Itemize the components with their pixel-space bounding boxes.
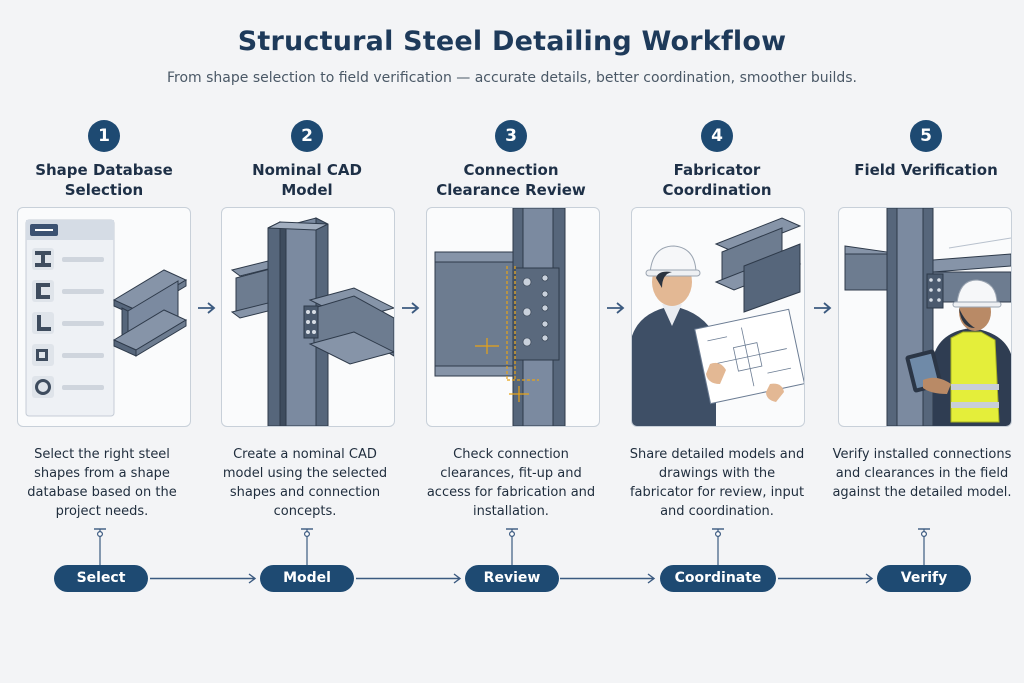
- step-description: Check connection clearances, fit-up and …: [426, 447, 596, 519]
- flow-arrows: [150, 573, 874, 584]
- step-5-header: 5 Field Verification: [836, 120, 1016, 180]
- page-subtitle: From shape selection to field verificati…: [167, 70, 857, 86]
- step-title: Shape Database Selection: [35, 161, 173, 199]
- step-4-illustration: [631, 207, 805, 427]
- arrow-right-icon: [607, 302, 625, 314]
- step-description: Verify installed connections and clearan…: [832, 447, 1012, 500]
- pin-connector-icon: [712, 528, 724, 565]
- step-title: Nominal CAD Model: [252, 161, 362, 199]
- pin-connector-icon: [94, 528, 106, 565]
- select-pill[interactable]: Select: [54, 565, 148, 592]
- step-number-badge: 3: [495, 120, 527, 152]
- step-3-header: 3 Connection Clearance Review: [421, 120, 601, 200]
- coordinate-pill[interactable]: Coordinate: [660, 565, 776, 592]
- step-title: Fabricator Coordination: [662, 161, 772, 199]
- step-description: Share detailed models and drawings with …: [629, 447, 805, 519]
- step-1-illustration: [17, 207, 191, 427]
- step-description: Select the right steel shapes from a sha…: [27, 447, 177, 519]
- step-2-header: 2 Nominal CAD Model: [217, 120, 397, 200]
- pin-connector-icon: [506, 528, 518, 565]
- step-5-illustration: [838, 207, 1012, 427]
- pin-connector-icon: [301, 528, 313, 565]
- arrow-right-icon: [402, 302, 420, 314]
- step-number-badge: 1: [88, 120, 120, 152]
- step-number-badge: 4: [701, 120, 733, 152]
- arrow-right-icon: [198, 302, 216, 314]
- review-pill[interactable]: Review: [465, 565, 559, 592]
- step-title: Field Verification: [854, 161, 998, 179]
- step-title: Connection Clearance Review: [436, 161, 586, 199]
- step-1-header: 1 Shape Database Selection: [14, 120, 194, 200]
- pin-connector-icon: [918, 528, 930, 565]
- step-3-illustration: [426, 207, 600, 427]
- page-title: Structural Steel Detailing Workflow: [237, 26, 787, 57]
- model-pill[interactable]: Model: [260, 565, 354, 592]
- step-2-illustration: [221, 207, 395, 427]
- step-description: Create a nominal CAD model using the sel…: [222, 447, 388, 519]
- verify-pill[interactable]: Verify: [877, 565, 971, 592]
- step-4-header: 4 Fabricator Coordination: [627, 120, 807, 200]
- step-number-badge: 2: [291, 120, 323, 152]
- arrow-right-icon: [814, 302, 832, 314]
- step-number-badge: 5: [910, 120, 942, 152]
